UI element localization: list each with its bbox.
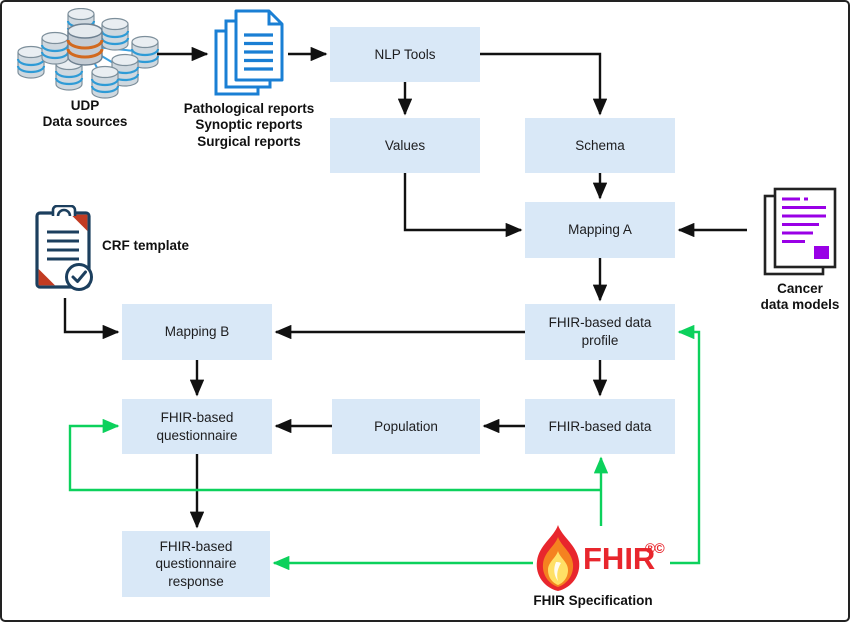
node-values: Values <box>330 118 480 173</box>
reports-caption-line2: Synoptic reports <box>195 117 303 133</box>
clipboard-check-icon <box>34 204 94 298</box>
crf-caption: CRF template <box>102 238 190 253</box>
udp-caption-line2: Data sources <box>42 114 128 130</box>
fhir-trademark-marks: ®© <box>645 540 665 556</box>
fhir-logo-text: FHIR <box>583 541 656 576</box>
cancer-caption: Cancer data models <box>750 281 848 314</box>
node-mapping-b: Mapping B <box>122 304 272 360</box>
udp-caption: UDP Data sources <box>15 98 155 131</box>
node-fhir-based-questionnaire: FHIR-based questionnaire <box>122 399 272 454</box>
reports-caption-line1: Pathological reports <box>183 101 315 116</box>
document-lines-icon <box>762 186 838 283</box>
udp-caption-line1: UDP <box>70 98 100 113</box>
cancer-caption-line1: Cancer <box>777 281 823 296</box>
node-fhir-based-data-profile: FHIR-based data profile <box>525 304 675 360</box>
node-mapping-a: Mapping A <box>525 202 675 258</box>
database-cluster-icon <box>10 7 160 105</box>
fhir-flame-icon <box>533 524 583 597</box>
node-nlp-tools: NLP Tools <box>330 27 480 82</box>
cancer-caption-line2: data models <box>760 297 840 313</box>
fhir-spec-caption: FHIR Specification <box>533 593 653 608</box>
documents-stack-icon <box>213 8 287 105</box>
reports-caption: Pathological reports Synoptic reports Su… <box>174 101 324 150</box>
node-schema: Schema <box>525 118 675 173</box>
node-fhir-based-data: FHIR-based data <box>525 399 675 454</box>
node-population: Population <box>332 399 480 454</box>
node-fhir-based-questionnaire-response: FHIR-based questionnaire response <box>122 531 270 597</box>
reports-caption-line3: Surgical reports <box>197 133 301 149</box>
